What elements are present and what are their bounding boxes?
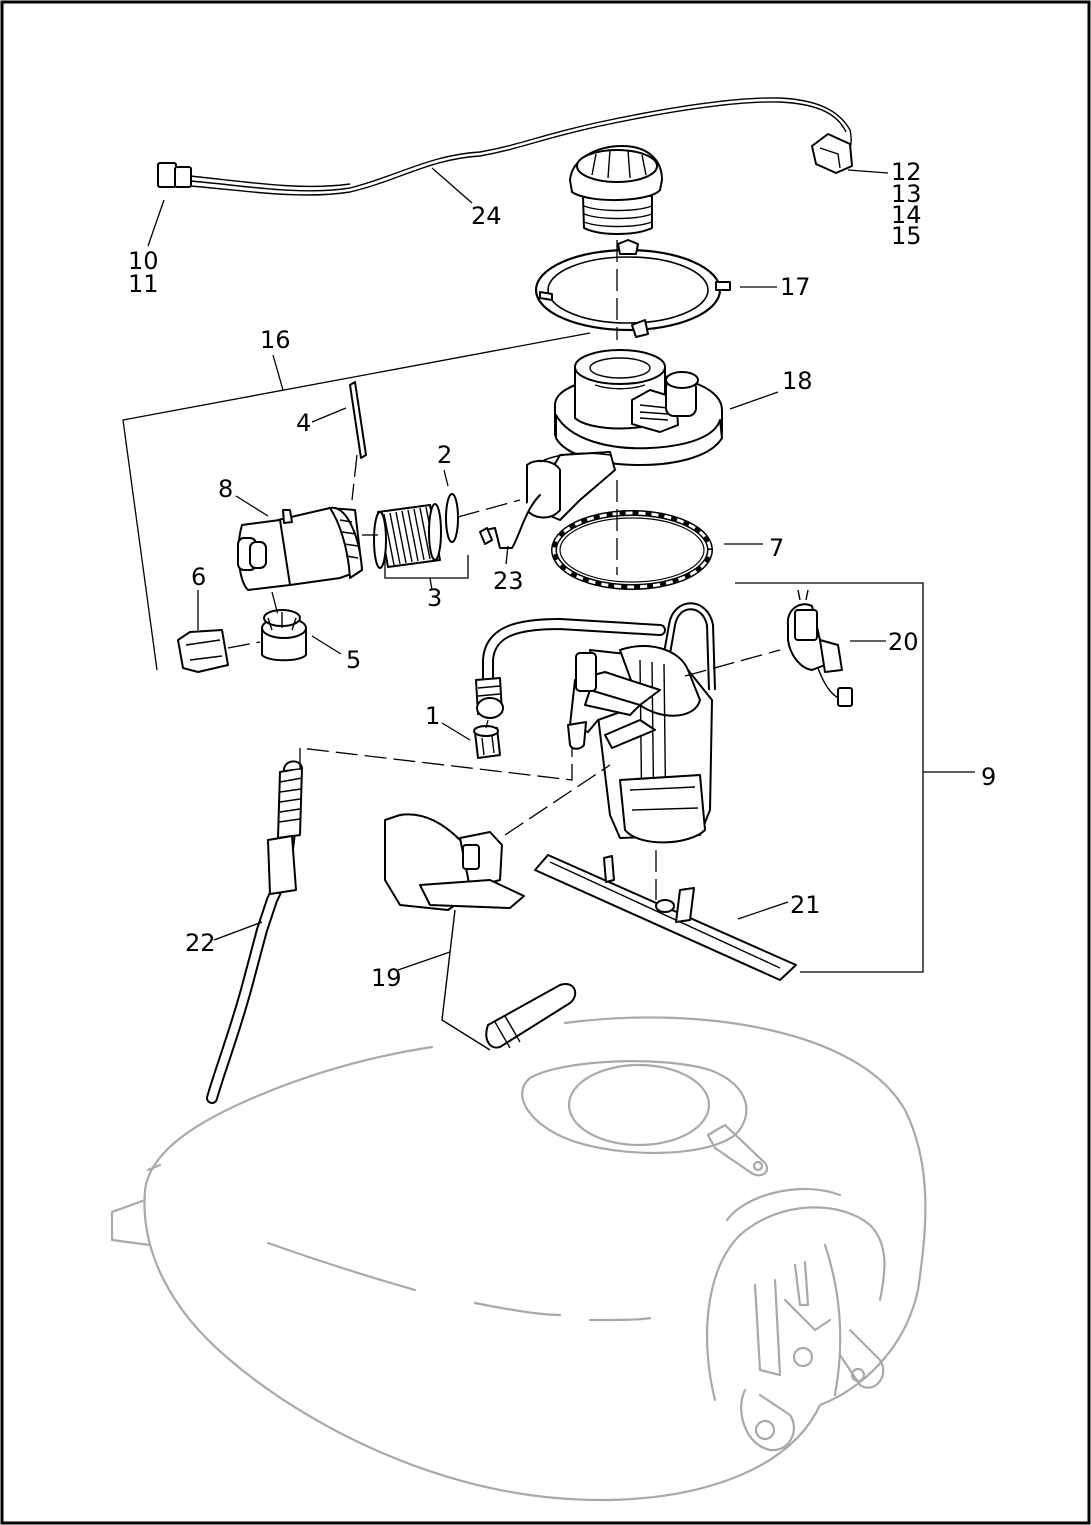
callout-20: 20	[888, 628, 919, 656]
assembly-lines	[227, 240, 781, 900]
leader-lines	[122, 167, 975, 973]
internal-harness	[786, 589, 853, 707]
callout-11: 11	[128, 270, 159, 298]
fuel-pump-assembly	[475, 602, 716, 844]
fuel-hose	[206, 760, 303, 1104]
callout-14: 14	[891, 201, 922, 229]
o-ring	[445, 493, 459, 543]
callout-24: 24	[471, 202, 502, 230]
callout-17: 17	[780, 273, 811, 301]
callout-7: 7	[769, 534, 784, 562]
callout-labels: 1 2 3 4 5 6 7 8 9 10 11 12 13 14 15 16 1…	[128, 158, 996, 992]
callout-15: 15	[891, 222, 922, 250]
lock-ring	[534, 239, 731, 338]
callout-2: 2	[437, 441, 452, 469]
callout-4: 4	[296, 409, 311, 437]
callout-19: 19	[371, 964, 402, 992]
callout-18: 18	[782, 367, 813, 395]
fuel-filter-element	[373, 503, 442, 569]
callout-16: 16	[260, 326, 291, 354]
wiring-harness	[157, 97, 853, 196]
callout-9: 9	[981, 763, 996, 791]
callout-3: 3	[427, 584, 442, 612]
pump-base-plate	[534, 854, 797, 981]
callout-6: 6	[191, 563, 206, 591]
fuel-tank-outline	[110, 1016, 927, 1502]
pump-wire	[484, 494, 541, 549]
fuel-pump-flange	[526, 349, 723, 521]
callout-8: 8	[218, 475, 233, 503]
regulator-clip	[177, 629, 229, 673]
filter-housing	[237, 506, 363, 591]
harness-connector-left	[157, 162, 177, 188]
fuel-level-sender	[384, 813, 577, 1051]
retaining-clip	[349, 381, 367, 459]
callout-10: 10	[128, 247, 159, 275]
callout-23: 23	[493, 567, 524, 595]
callout-13: 13	[891, 180, 922, 208]
callout-22: 22	[185, 929, 216, 957]
callout-1: 1	[425, 702, 440, 730]
hose-fitting	[473, 725, 501, 759]
callout-12: 12	[891, 158, 922, 186]
callout-5: 5	[346, 646, 361, 674]
callout-21: 21	[790, 891, 821, 919]
flange-seal	[551, 510, 713, 590]
harness-connector-right	[811, 133, 853, 174]
pressure-regulator	[261, 609, 307, 662]
fuel-cap	[569, 145, 663, 235]
